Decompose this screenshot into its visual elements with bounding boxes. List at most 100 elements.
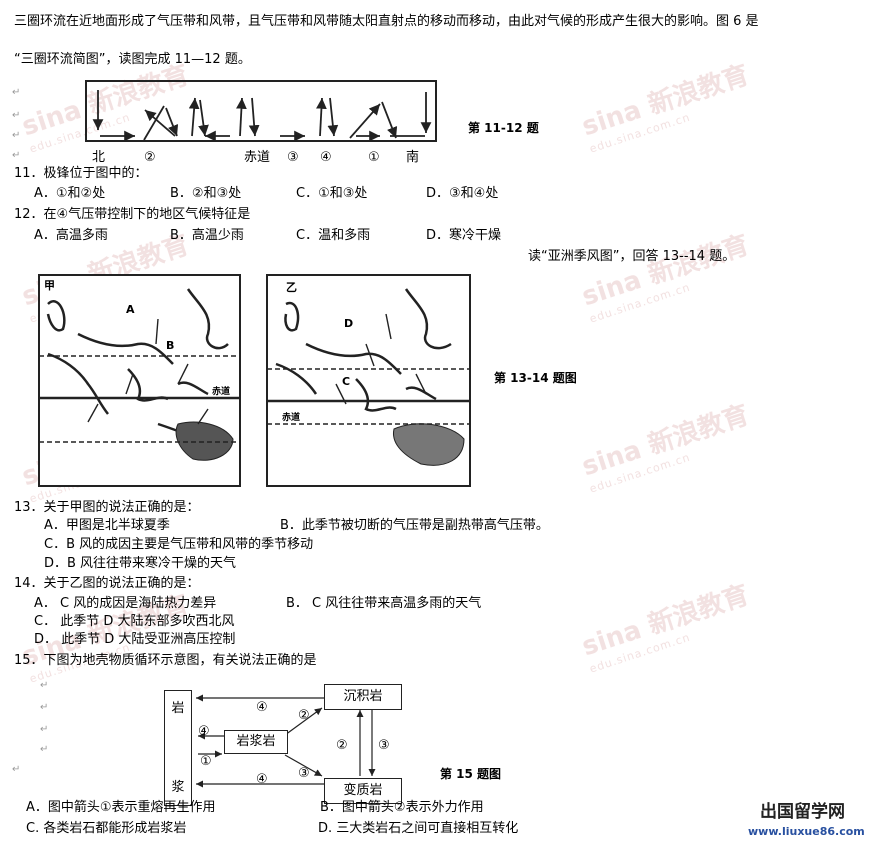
paragraph-mark: ↵: [12, 87, 21, 98]
q12-option-c: C．温和多雨: [296, 228, 371, 243]
figure-caption: 第 11-12 题: [468, 121, 539, 135]
q11-option-c: C．①和③处: [296, 186, 368, 201]
map-jia-label: 甲: [44, 279, 55, 292]
wind-label-b: B: [166, 339, 175, 352]
coastline: [405, 386, 437, 401]
wind-label-d: D: [344, 317, 354, 330]
rock-label-4-bottom: ④: [256, 772, 268, 787]
coastline: [186, 288, 229, 350]
paragraph-mark: ↵: [40, 744, 49, 755]
rock-box-magma-left: 岩 浆: [164, 690, 192, 806]
paragraph-mark: ↵: [12, 150, 21, 161]
label-num-2: ②: [144, 150, 156, 165]
q15-option-c: C. 各类岩石都能形成岩浆岩: [26, 821, 187, 836]
coastline: [305, 342, 402, 375]
rock-box-sedimentary: 沉积岩: [324, 684, 402, 710]
rock-cycle-arrows: [196, 694, 376, 788]
coastline: [177, 381, 209, 396]
rock-label-3-left: ③: [298, 766, 310, 781]
coastline: [284, 301, 300, 332]
paragraph-mark: ↵: [12, 110, 21, 121]
map-caption: 第 13-14 题图: [494, 371, 577, 385]
label-num-4: ④: [320, 150, 332, 165]
rock-box-magma: 岩浆岩: [224, 730, 288, 754]
wind-arrow: [385, 313, 392, 340]
map-jia: [38, 274, 241, 487]
q13-option-c: C．B 风的成因主要是气压带和风带的季节移动: [44, 537, 314, 552]
rock-label-4-top: ④: [256, 700, 268, 715]
circulation-diagram: [85, 80, 437, 142]
q12-option-b: B．高温少雨: [170, 228, 244, 243]
paragraph-mark: ↵: [12, 130, 21, 141]
label-num-3: ③: [287, 150, 299, 165]
rock-label-2-left: ②: [298, 708, 310, 723]
wind-arrow: [335, 383, 347, 405]
diagram-frame: [85, 80, 437, 142]
rock-box-metamorphic: 变质岩: [324, 778, 402, 804]
q12-stem: 12．在④气压带控制下的地区气候特征是: [14, 207, 251, 222]
site-logo: 出国留学网: [760, 802, 845, 822]
rock-caption: 第 15 题图: [440, 767, 502, 781]
q11-stem: 11．极锋位于图中的：: [14, 166, 148, 181]
arrow: [143, 105, 165, 141]
wind-arrow: [365, 343, 375, 367]
q14-option-c: C． 此季节 D 大陆东部多吹西北风: [34, 614, 235, 629]
wind-arrow: [125, 373, 134, 395]
map-jia-equator: 赤道: [212, 387, 231, 397]
q14-stem: 14．关于乙图的说法正确的是：: [14, 576, 200, 591]
arrow: [349, 103, 381, 139]
arrow: [188, 97, 200, 137]
q14-option-a: A． C 风的成因是海陆热力差异: [34, 596, 217, 611]
q12-option-d: D．寒冷干燥: [426, 228, 502, 243]
wind-label-a: A: [126, 303, 135, 316]
coastline: [355, 378, 397, 412]
label-equator: 赤道: [244, 150, 271, 165]
rock-label-1: ①: [200, 754, 212, 769]
paragraph-mark: ↵: [40, 702, 49, 713]
q13-stem: 13．关于甲图的说法正确的是：: [14, 500, 200, 515]
rock-char-yan: 岩: [171, 701, 185, 716]
label-north: 北: [92, 150, 106, 165]
site-url[interactable]: www.liuxue86.com: [748, 825, 865, 838]
q13-option-a: A．甲图是北半球夏季: [44, 518, 170, 533]
intro-line-1: 三圈环流在近地面形成了气压带和风带，且气压带和风带随太阳直射点的移动而移动，由此…: [14, 14, 759, 29]
wind-arrow: [155, 318, 159, 345]
arrow: [316, 97, 327, 137]
paragraph-mark: ↵: [12, 764, 21, 775]
wind-arrow: [197, 408, 209, 425]
coastline: [47, 352, 109, 415]
coastline: [46, 300, 66, 332]
wind-label-c: C: [342, 375, 351, 388]
q14-option-b: B． C 风往往带来高温多雨的天气: [286, 596, 482, 611]
map-yi: [266, 274, 471, 487]
q11-option-a: A．①和②处: [34, 186, 106, 201]
q15-stem: 15．下图为地壳物质循环示意图，有关说法正确的是: [14, 653, 317, 668]
arrow-2-up: [284, 707, 323, 736]
arrow: [327, 97, 339, 137]
q15-option-a: A．图中箭头①表示重熔再生作用: [26, 800, 216, 815]
paragraph-mark: ↵: [40, 680, 49, 691]
q11-option-d: D．③和④处: [426, 186, 499, 201]
wind-arrow: [87, 403, 99, 423]
wind-arrow: [415, 373, 427, 395]
coastline: [275, 362, 318, 395]
q12-option-a: A．高温多雨: [34, 228, 108, 243]
arrow: [165, 107, 179, 137]
arrow: [381, 101, 398, 139]
q13-option-b: B．此季节被切断的气压带是副热带高气压带。: [280, 518, 549, 533]
coastline: [77, 332, 174, 365]
arrow: [248, 97, 260, 137]
rock-label-3-right: ③: [378, 738, 390, 753]
q15-option-d: D. 三大类岩石之间可直接相互转化: [318, 821, 519, 836]
map-yi-equator: 赤道: [282, 413, 301, 423]
arrow-3-down: [284, 754, 323, 777]
q15-option-b: B．图中箭头②表示外力作用: [320, 800, 484, 815]
intro-line-2: “三圈环流简图”，读图完成 11—12 题。: [14, 52, 251, 67]
arrow: [198, 99, 209, 137]
asia-intro: 读“亚洲季风图”，回答 13--14 题。: [528, 249, 736, 264]
map-yi-label: 乙: [286, 281, 297, 294]
